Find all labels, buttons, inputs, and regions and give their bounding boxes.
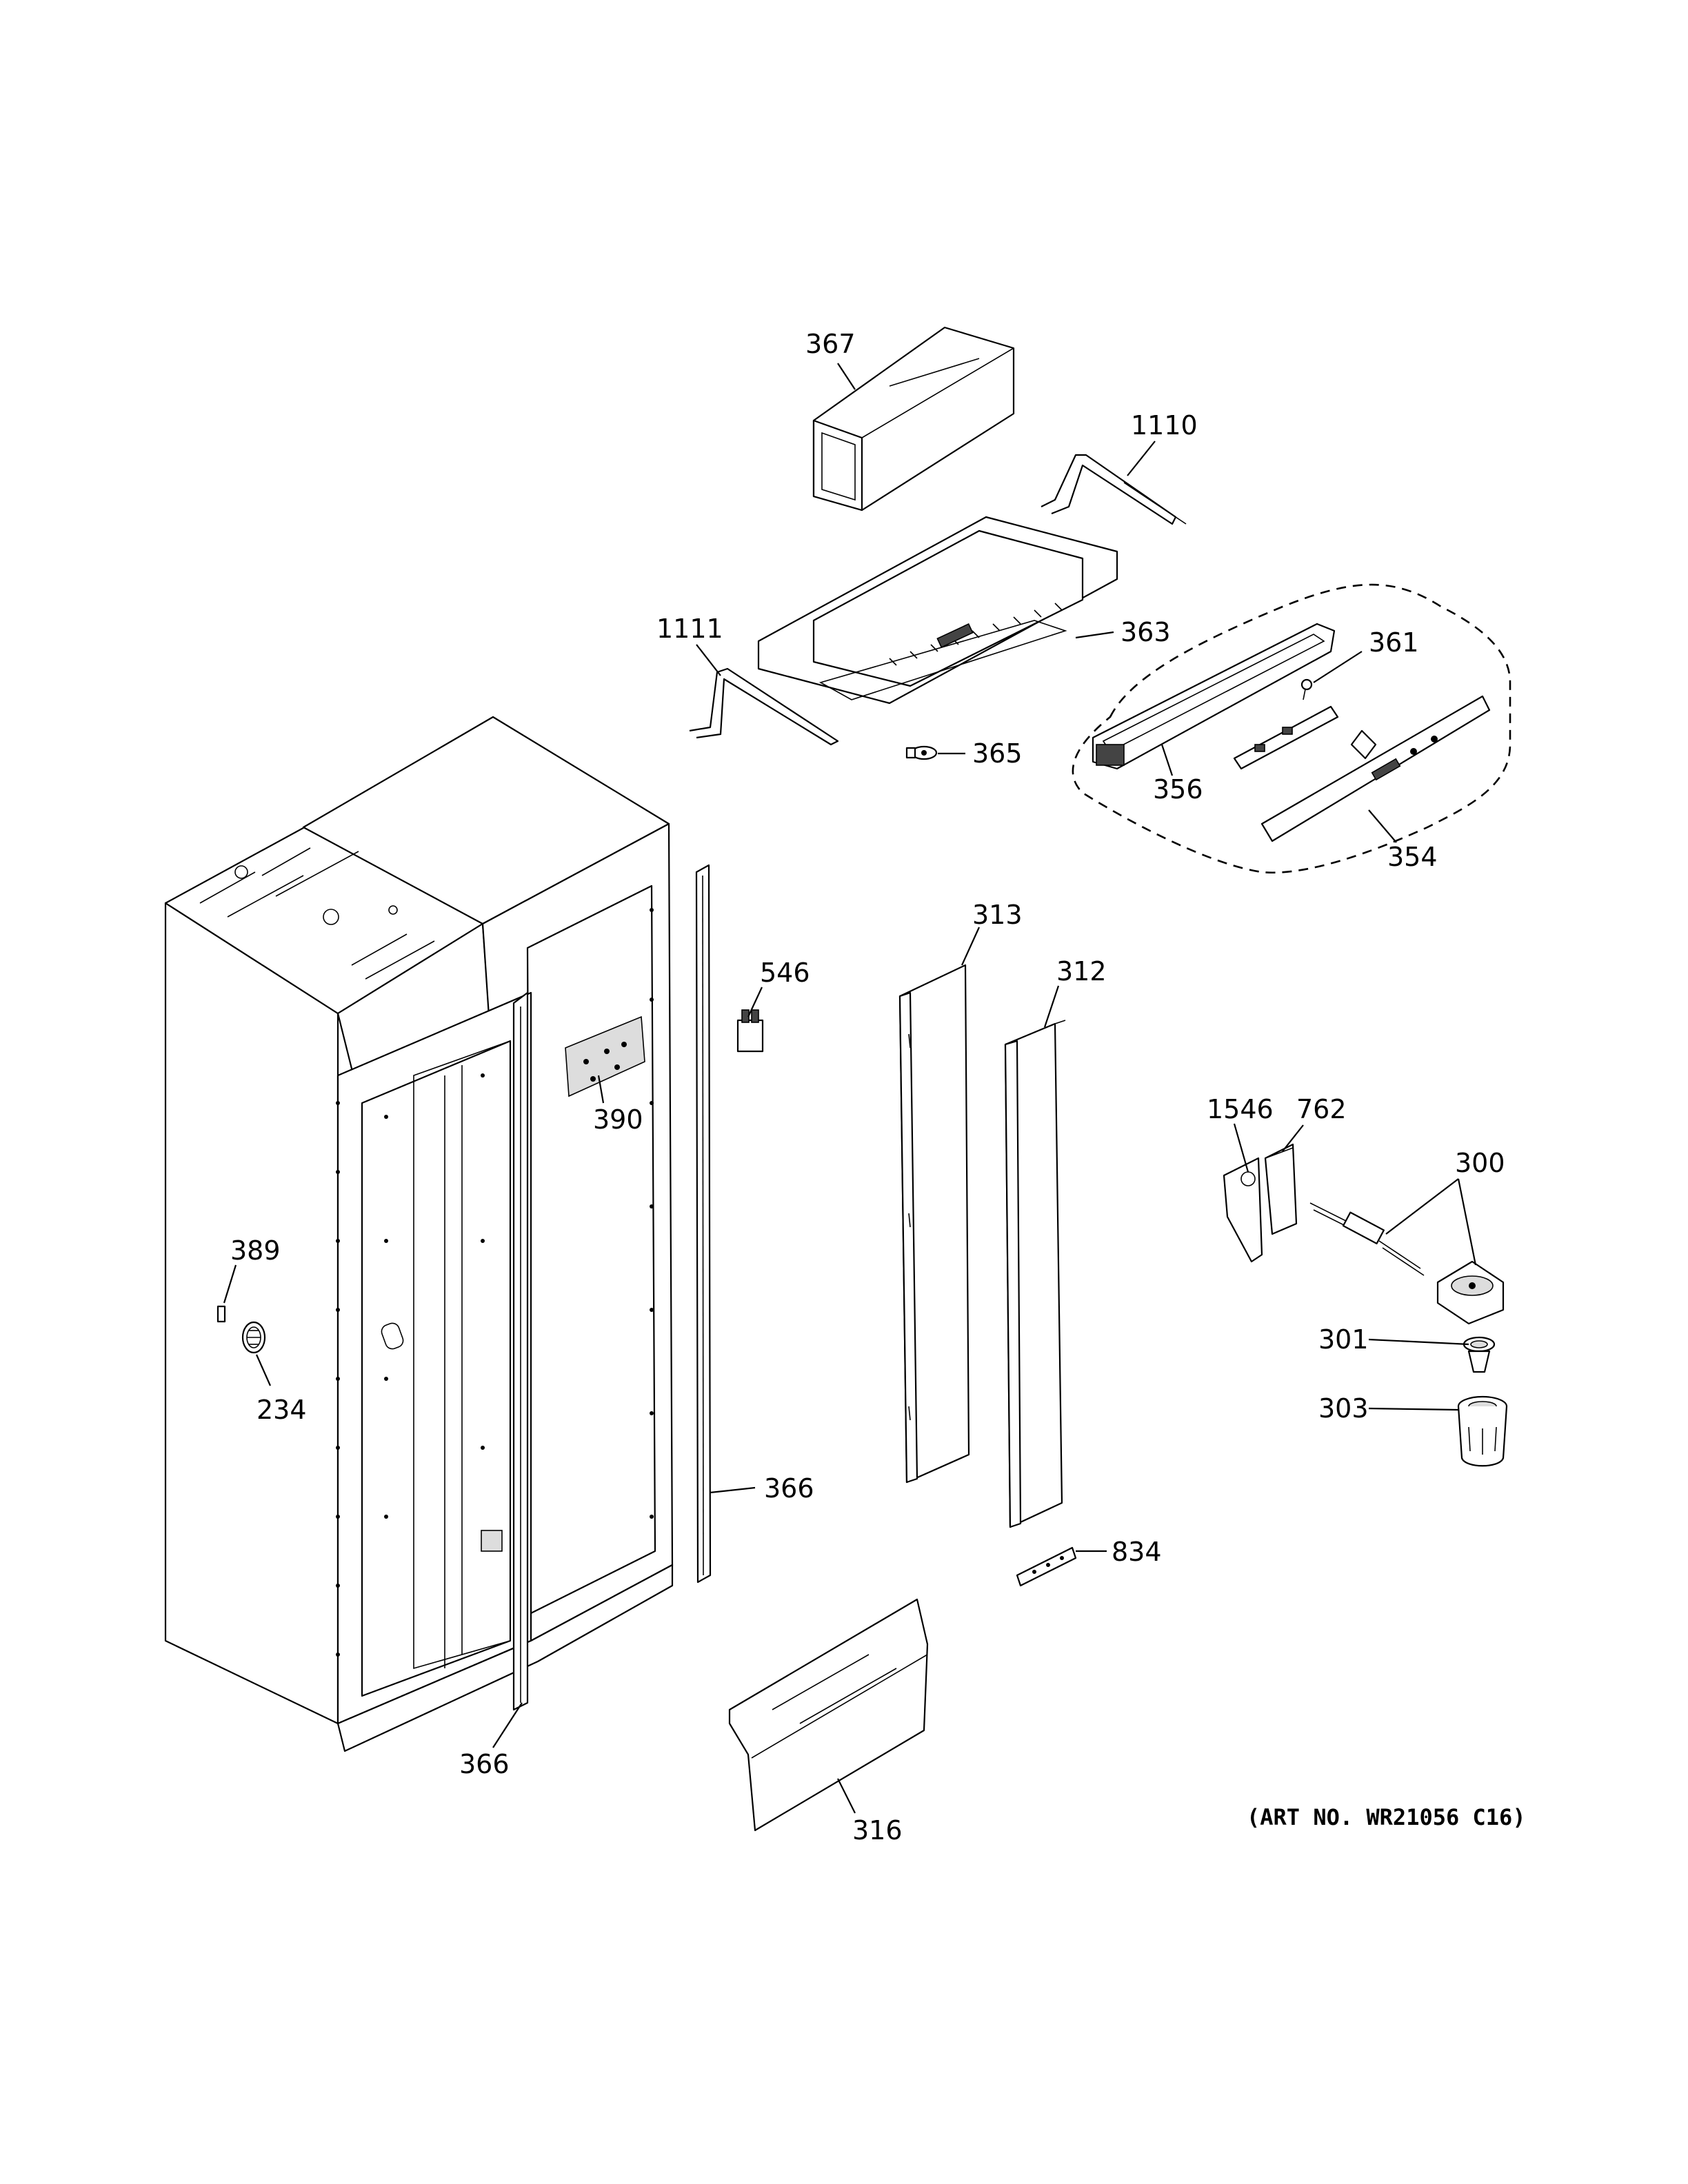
part-316-kickplate: [728, 1598, 929, 1832]
callout-363: 363: [1121, 617, 1171, 647]
callout-316: 316: [852, 1815, 903, 1846]
callout-390: 390: [593, 1104, 643, 1135]
part-234-grille: [241, 1321, 266, 1354]
callout-labels: 367 1110 1111 363 361 365 356 354 313 31…: [230, 329, 1526, 1846]
cabinet-fastener-dots: [336, 908, 654, 1657]
callout-389: 389: [230, 1235, 281, 1266]
part-303-water-filter: [1457, 1395, 1508, 1467]
control-assembly-group-outline: [1072, 583, 1511, 873]
cabinet-oval-hole: [381, 1322, 404, 1350]
housing-vents: [889, 603, 1063, 666]
part-546-switch: [736, 1009, 764, 1053]
part-301-bypass-plug: [1463, 1336, 1496, 1373]
part-300-filter-head: [1309, 1202, 1505, 1325]
part-354-control-panel: [1260, 695, 1491, 842]
part-834-connector: [1016, 1546, 1077, 1587]
callout-546: 546: [760, 958, 810, 988]
callout-356: 356: [1153, 774, 1203, 805]
part-1111-bracket: [689, 667, 839, 746]
callout-1546: 1546: [1207, 1094, 1274, 1124]
cabinet-left-wall: [164, 902, 339, 1725]
cabinet-front-opening: [361, 1040, 512, 1697]
cabinet-assembly: [164, 716, 674, 1752]
callout-313: 313: [972, 900, 1023, 930]
part-367-air-duct: [812, 326, 1015, 512]
callout-303: 303: [1318, 1393, 1369, 1424]
part-361-screw: [1300, 678, 1313, 700]
callout-301: 301: [1318, 1324, 1369, 1355]
cabinet-right-opening: [526, 884, 656, 1615]
part-762-foam-block: [1264, 1143, 1298, 1235]
callout-366-rear: 366: [764, 1473, 814, 1504]
part-363-housing: [757, 516, 1118, 705]
cabinet-base: [336, 1564, 674, 1752]
control-board: [1233, 705, 1339, 770]
part-312-side-panel: [1004, 1020, 1066, 1528]
callout-1111: 1111: [656, 614, 723, 644]
callout-361: 361: [1369, 627, 1419, 658]
art-number: (ART NO. WR21056 C16): [1247, 1804, 1526, 1830]
cabinet-floor-drain: [481, 1530, 503, 1552]
part-366-trim-strip-rear: [695, 864, 712, 1584]
callout-354: 354: [1387, 842, 1438, 872]
callout-834: 834: [1112, 1537, 1162, 1567]
callout-365: 365: [972, 738, 1023, 769]
top-vents: [199, 847, 435, 980]
callout-762: 762: [1296, 1094, 1347, 1124]
part-1110-bracket: [1041, 454, 1187, 525]
part-389-pin: [217, 1305, 226, 1323]
part-356-control-housing: [1092, 623, 1336, 770]
part-1546-bracket: [1223, 1157, 1263, 1263]
leader-lines: [223, 363, 1477, 1814]
callout-1110: 1110: [1131, 410, 1198, 441]
callout-367: 367: [805, 329, 856, 359]
part-365-clip: [905, 745, 938, 760]
callout-300: 300: [1455, 1148, 1505, 1178]
callout-312: 312: [1056, 956, 1107, 987]
callout-366-front: 366: [459, 1749, 510, 1779]
callout-234: 234: [257, 1395, 307, 1425]
part-366-trim-strip-front: [512, 991, 529, 1711]
part-390-mounting-plate: [565, 1015, 645, 1098]
part-313-side-panel: [898, 964, 970, 1484]
